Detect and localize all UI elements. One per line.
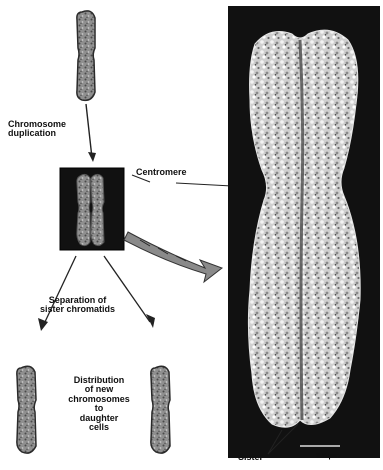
separation-arrows <box>38 256 155 331</box>
unduplicated-chromosome <box>77 11 95 100</box>
sister-label: Sister <box>238 453 263 462</box>
centromere-pointer-right <box>176 183 232 186</box>
daughter-chromosome-right <box>151 366 170 453</box>
scale-label: 0.5 µm <box>316 452 340 460</box>
centromere-label: Centromere <box>136 168 187 177</box>
daughter-chromosome-left <box>17 366 36 453</box>
duplicated-chromosome-box <box>60 168 124 250</box>
magnification-arrow <box>124 232 222 282</box>
chromosome-duplication-label: Chromosome duplication <box>8 120 66 139</box>
separation-label: Separation of sister chromatids <box>40 296 115 315</box>
distribution-label: Distribution of new chromosomes to daugh… <box>58 376 140 433</box>
electron-micrograph <box>228 6 380 458</box>
arrow-duplication <box>86 104 96 162</box>
